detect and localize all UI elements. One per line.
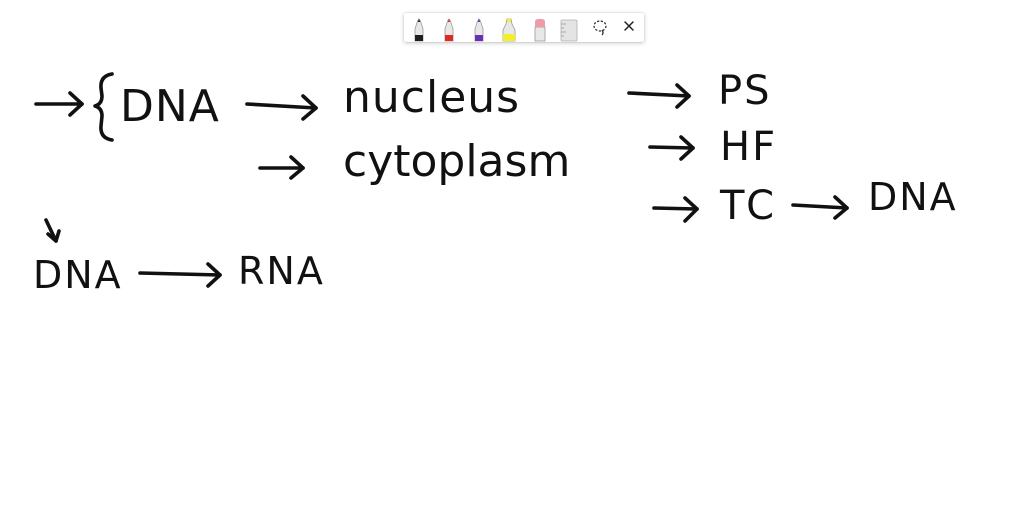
hf-label: HF [720, 124, 778, 170]
arrow-5-icon [648, 135, 695, 161]
lasso-icon [593, 20, 607, 36]
curly-brace-icon [93, 72, 114, 142]
close-icon [624, 21, 634, 31]
arrow-1-icon [34, 91, 84, 117]
red-pen-tool[interactable] [436, 13, 462, 42]
ruler-icon [560, 19, 578, 42]
ruler-tool[interactable] [556, 13, 582, 42]
purple-pen-tool[interactable] [466, 13, 492, 42]
arrow-7-icon [791, 195, 849, 220]
dna-right-label: DNA [868, 175, 958, 219]
black-pen-tool[interactable] [406, 13, 432, 42]
highlighter-icon [502, 18, 516, 42]
drawing-toolbar [404, 13, 644, 42]
dna-top-label: DNA [120, 81, 220, 132]
arrow-2-icon [245, 94, 318, 121]
nucleus-label: nucleus [343, 72, 521, 123]
arrow-4-icon [627, 83, 691, 109]
arrow-6-icon [652, 196, 699, 223]
arrow-3-icon [258, 155, 305, 180]
yellow-highlighter-tool[interactable] [496, 13, 522, 42]
eraser-icon [534, 19, 546, 42]
dna-bottom-label: DNA [33, 253, 123, 297]
close-tool[interactable] [616, 13, 642, 42]
black-pen-icon [414, 18, 424, 42]
arrow-down-icon [44, 218, 61, 243]
purple-pen-icon [474, 18, 484, 42]
tc-label: TC [720, 183, 779, 229]
eraser-tool[interactable] [527, 13, 553, 42]
arrow-8-icon [138, 262, 222, 288]
ps-label: PS [718, 68, 772, 114]
cytoplasm-label: cytoplasm [343, 136, 571, 187]
red-pen-icon [444, 18, 454, 42]
rna-label: RNA [238, 249, 325, 293]
lasso-select-tool[interactable] [587, 13, 613, 42]
